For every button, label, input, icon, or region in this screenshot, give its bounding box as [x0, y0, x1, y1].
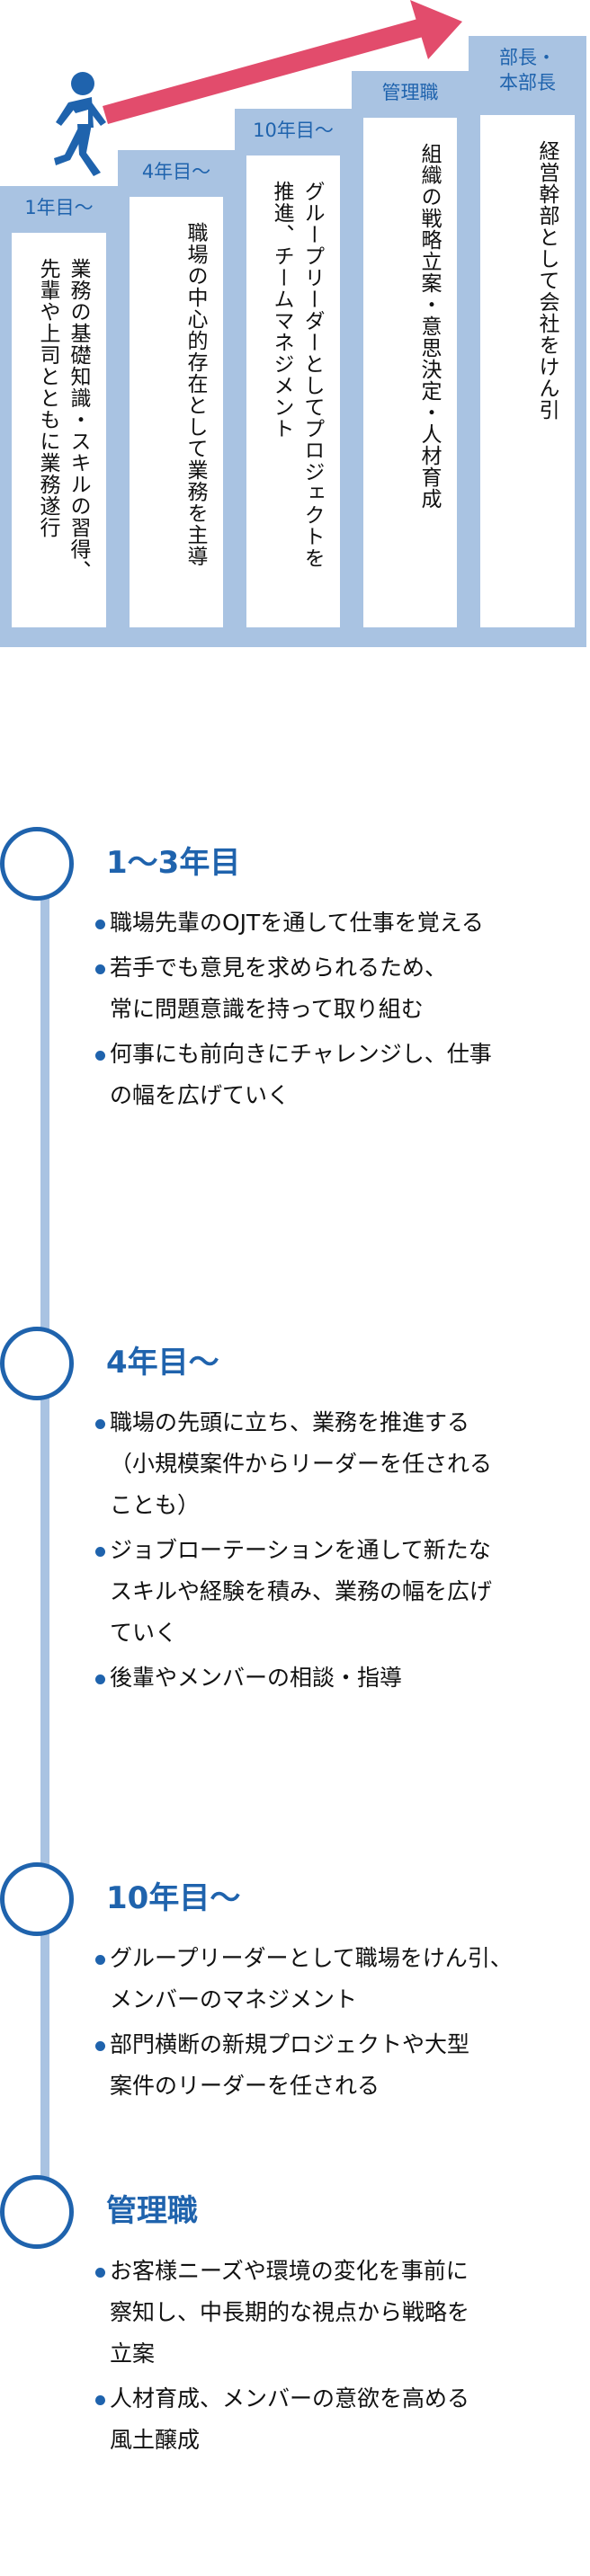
step-year-1: 1年目～ 業務の基礎知識・スキルの習得、 先輩や上司とともに業務遂行	[0, 186, 118, 647]
step-card: 業務の基礎知識・スキルの習得、 先輩や上司とともに業務遂行	[12, 233, 106, 627]
step-director: 部長・ 本部長 経営幹部として会社をけん引	[469, 36, 586, 647]
runner-icon	[54, 72, 106, 176]
step-label: 4年目～	[141, 161, 211, 182]
list-item: 人材育成、メンバーの意欲を高める 風土醸成	[94, 2378, 561, 2461]
step-description: 業務の基礎知識・スキルの習得、 先輩や上司とともに業務遂行	[36, 258, 90, 582]
step-card: 組織の戦略立案・意思決定・人材育成	[363, 118, 457, 627]
stage-title: 1～3年目	[106, 845, 241, 881]
list-item: 部門横断の新規プロジェクトや大型 案件のリーダーを任される	[94, 2024, 561, 2107]
step-year-10: 10年目～ グループリーダーとしてプロジェクトを 推進、チームマネジメント	[235, 109, 352, 647]
step-description: 経営幹部として会社をけん引	[535, 140, 559, 421]
list-item: 後輩やメンバーの相談・指導	[94, 1657, 561, 1699]
step-manager: 管理職 組織の戦略立案・意思決定・人材育成	[352, 71, 469, 647]
stage-title: 管理職	[106, 2193, 198, 2229]
career-timeline: 1～3年目 職場先輩のOJTを通して仕事を覚える 若手でも意見を求められるため、…	[0, 809, 590, 2576]
step-label: 部長・ 本部長	[499, 47, 556, 93]
step-label: 1年目～	[24, 197, 94, 218]
step-description: 職場の中心的存在として業務を主導	[183, 222, 207, 567]
list-item: グループリーダーとして職場をけん引、 メンバーのマネジメント	[94, 1938, 561, 2021]
timeline-node	[0, 827, 74, 901]
list-item: 職場先輩のOJTを通して仕事を覚える	[94, 902, 561, 944]
stage-title: 4年目～	[106, 1345, 219, 1381]
step-year-4: 4年目～ 職場の中心的存在として業務を主導	[118, 150, 235, 647]
list-item: 何事にも前向きにチャレンジし、仕事 の幅を広げていく	[94, 1034, 561, 1116]
career-staircase: 1年目～ 業務の基礎知識・スキルの習得、 先輩や上司とともに業務遂行 4年目～ …	[0, 0, 590, 647]
step-card: 職場の中心的存在として業務を主導	[130, 197, 223, 627]
step-description: 組織の戦略立案・意思決定・人材育成	[417, 143, 441, 510]
step-label: 管理職	[381, 82, 439, 103]
stage-items: グループリーダーとして職場をけん引、 メンバーのマネジメント 部門横断の新規プロ…	[94, 1938, 561, 2110]
growth-arrow-icon	[103, 0, 462, 124]
step-card: グループリーダーとしてプロジェクトを 推進、チームマネジメント	[246, 155, 340, 627]
timeline-line	[40, 863, 49, 2184]
list-item: ジョブローテーションを通して新たな スキルや経験を積み、業務の幅を広げ ていく	[94, 1530, 561, 1654]
step-description: グループリーダーとしてプロジェクトを 推進、チームマネジメント	[270, 181, 324, 569]
step-card: 経営幹部として会社をけん引	[480, 115, 575, 627]
timeline-node	[0, 1862, 74, 1936]
timeline-node	[0, 1327, 74, 1400]
stage-items: お客様ニーズや環境の変化を事前に 察知し、中長期的な視点から戦略を 立案 人材育…	[94, 2251, 561, 2465]
list-item: 若手でも意見を求められるため、 常に問題意識を持って取り組む	[94, 947, 561, 1030]
stage-items: 職場の先頭に立ち、業務を推進する （小規模案件からリーダーを任される ことも） …	[94, 1402, 561, 1702]
timeline-node	[0, 2175, 74, 2249]
list-item: 職場の先頭に立ち、業務を推進する （小規模案件からリーダーを任される ことも）	[94, 1402, 561, 1526]
stage-title: 10年目～	[106, 1880, 241, 1916]
stage-items: 職場先輩のOJTを通して仕事を覚える 若手でも意見を求められるため、 常に問題意…	[94, 902, 561, 1120]
step-label: 10年目～	[253, 120, 334, 141]
list-item: お客様ニーズや環境の変化を事前に 察知し、中長期的な視点から戦略を 立案	[94, 2251, 561, 2375]
